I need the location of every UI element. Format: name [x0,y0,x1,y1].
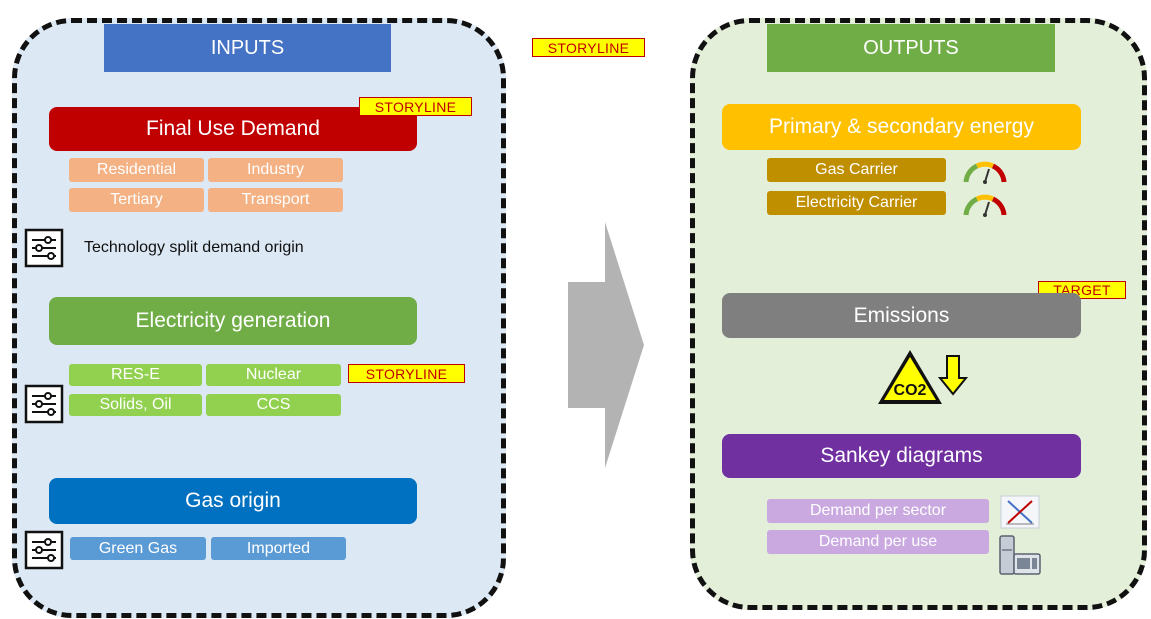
sliders-icon [24,530,64,570]
right-arrow-icon [568,222,644,468]
chip-demand-per-sector: Demand per sector [767,499,989,523]
center-storyline-tag: STORYLINE [532,38,645,57]
technology-split-label: Technology split demand origin [84,239,304,256]
co2-warning-icon: CO2 [876,348,944,406]
chip-transport: Transport [208,188,343,212]
gauge-icon [962,160,1008,184]
final-use-demand-bar: Final Use Demand [49,107,417,151]
sliders-icon [24,228,64,268]
chip-ccs: CCS [206,394,341,416]
primary-secondary-energy-bar: Primary & secondary energy [722,104,1081,150]
sankey-chart-icon [1000,495,1040,529]
final-use-storyline-tag: STORYLINE [359,97,472,116]
gauge-icon [962,193,1008,217]
inputs-header: INPUTS [104,24,391,72]
emissions-bar: Emissions [722,293,1081,338]
down-arrow-icon [938,354,968,396]
gas-origin-bar: Gas origin [49,478,417,524]
chip-electricity-carrier: Electricity Carrier [767,191,946,215]
chip-imported: Imported [211,537,346,560]
chip-res-e: RES-E [69,364,202,386]
appliances-icon [998,534,1044,578]
chip-residential: Residential [69,158,204,182]
electricity-storyline-tag: STORYLINE [348,364,465,383]
sankey-diagrams-bar: Sankey diagrams [722,434,1081,478]
svg-text:CO2: CO2 [894,382,927,399]
chip-gas-carrier: Gas Carrier [767,158,946,182]
outputs-header: OUTPUTS [767,24,1055,72]
chip-industry: Industry [208,158,343,182]
electricity-generation-bar: Electricity generation [49,297,417,345]
chip-green-gas: Green Gas [70,537,206,560]
sliders-icon [24,384,64,424]
chip-tertiary: Tertiary [69,188,204,212]
chip-nuclear: Nuclear [206,364,341,386]
chip-solids-oil: Solids, Oil [69,394,202,416]
chip-demand-per-use: Demand per use [767,530,989,554]
